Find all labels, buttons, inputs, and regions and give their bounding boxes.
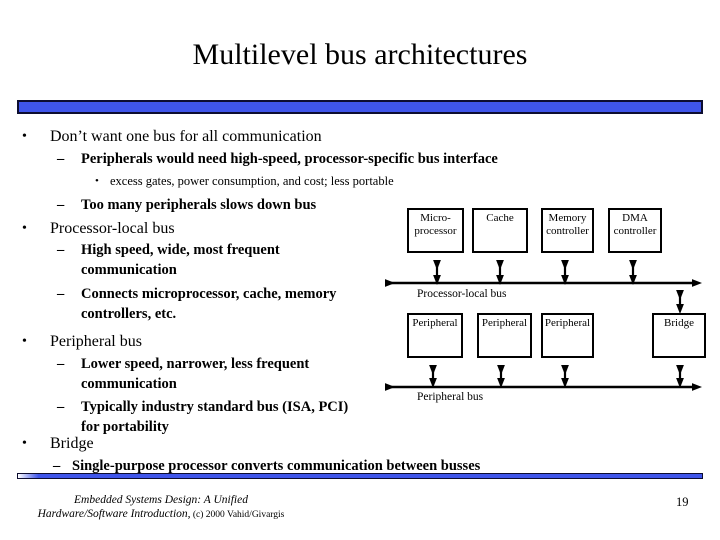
dash-marker: – [57, 356, 65, 372]
footer-line2-italic: Hardware/Software Introduction, [37, 508, 191, 520]
box-label: Bridge [664, 317, 694, 329]
box-label: Peripheral [412, 317, 458, 329]
dash-marker: – [57, 151, 65, 167]
bullet-marker: • [22, 334, 27, 349]
box-label: Cache [486, 212, 514, 224]
box-label: Peripheral [481, 317, 528, 329]
bridge-box: Bridge [652, 313, 706, 358]
box-label: DMA [622, 212, 648, 224]
slide-title: Multilevel bus architectures [192, 38, 528, 71]
bullet-text: Peripherals would need high-speed, proce… [81, 151, 498, 167]
peripheral-box-3: Peripheral [541, 313, 594, 358]
bullet-item: – Connects microprocessor, cache, memory… [57, 284, 337, 324]
page-number: 19 [676, 495, 689, 509]
bullet-text: communication [81, 262, 177, 278]
dash-marker: – [53, 458, 61, 474]
bullet-item: • Peripheral bus [22, 332, 142, 351]
dash-marker: – [57, 286, 65, 302]
bullet-item: • excess gates, power consumption, and c… [95, 174, 394, 189]
bullet-item: – High speed, wide, most frequent commun… [57, 240, 280, 280]
bullet-text: Single-purpose processor converts commun… [72, 458, 481, 474]
bullet-text: Connects microprocessor, cache, memory [81, 286, 337, 302]
dma-controller-box: DMA controller [608, 208, 662, 253]
bullet-text: Typically industry standard bus (ISA, PC… [81, 399, 349, 415]
bullet-item: • Don’t want one bus for all communicati… [22, 127, 322, 146]
bullet-text: Bridge [50, 435, 94, 452]
bullet-marker: • [22, 436, 27, 451]
bullet-text: excess gates, power consumption, and cos… [110, 174, 394, 188]
title-divider-bar [17, 100, 703, 114]
peripheral-box-1: Peripheral [407, 313, 463, 358]
bullet-item: • Processor-local bus [22, 219, 175, 238]
memory-controller-box: Memory controller [541, 208, 594, 253]
bullet-text: Peripheral bus [50, 333, 142, 350]
dash-marker: – [57, 399, 65, 415]
bullet-marker: • [95, 175, 99, 187]
cache-box: Cache [472, 208, 528, 253]
bullet-marker: • [22, 129, 27, 144]
footer-divider-bar [17, 473, 703, 479]
dash-marker: – [57, 197, 65, 213]
bullet-marker: • [22, 221, 27, 236]
bullet-text: High speed, wide, most frequent [81, 242, 280, 258]
box-label: Micro- [420, 212, 451, 224]
dash-marker: – [57, 242, 65, 258]
microprocessor-box: Micro- processor [407, 208, 464, 253]
bullet-item: – Typically industry standard bus (ISA, … [57, 397, 349, 437]
bullet-item: • Bridge [22, 434, 94, 453]
footer-line1: Embedded Systems Design: A Unified [74, 494, 248, 506]
bullet-item: – Single-purpose processor converts comm… [53, 456, 481, 476]
peripheral-box-2: Peripheral [477, 313, 532, 358]
bullet-item: – Peripherals would need high-speed, pro… [57, 149, 498, 169]
bullet-text: for portability [81, 419, 169, 435]
processor-local-bus-label: Processor-local bus [417, 288, 507, 300]
box-label: Memory [548, 212, 587, 224]
box-label: controller [546, 225, 589, 237]
footer-credit: Embedded Systems Design: A Unified Hardw… [15, 493, 307, 522]
footer-line2: Hardware/Software Introduction, (c) 2000… [15, 507, 307, 522]
box-label: processor [414, 225, 457, 237]
bullet-text: communication [81, 376, 177, 392]
bullet-text: controllers, etc. [81, 306, 177, 322]
bullet-text: Lower speed, narrower, less frequent [81, 356, 310, 372]
bullet-text: Don’t want one bus for all communication [50, 128, 322, 145]
peripheral-bus-label: Peripheral bus [417, 391, 484, 403]
bullet-text: Too many peripherals slows down bus [81, 197, 317, 213]
box-label: controller [613, 225, 657, 237]
footer-line2-copyright: (c) 2000 Vahid/Givargis [190, 510, 285, 520]
bullet-text: Processor-local bus [50, 220, 175, 237]
bullet-item: – Too many peripherals slows down bus [57, 195, 317, 215]
box-label: Peripheral [544, 317, 591, 329]
bullet-item: – Lower speed, narrower, less frequent c… [57, 354, 310, 394]
